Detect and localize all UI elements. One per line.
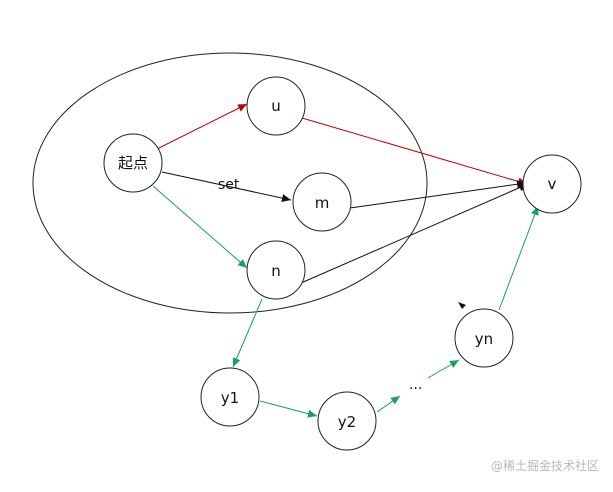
- edge-u-v: [301, 117, 528, 186]
- node-m: m: [292, 172, 352, 232]
- node-start: 起点: [103, 133, 163, 193]
- node-n: n: [246, 240, 306, 300]
- node-v: v: [522, 154, 582, 214]
- edge-yn-v: [498, 205, 539, 311]
- edge-n-v: [300, 183, 529, 284]
- node-yn: yn: [454, 308, 514, 368]
- set-label: set: [218, 177, 240, 193]
- edge-n-y1: [232, 298, 263, 368]
- stray-arrow-icon: [458, 302, 466, 309]
- edge-start-n: [152, 185, 248, 269]
- edge-m-v: [349, 180, 527, 209]
- edge-start-m: [161, 171, 292, 202]
- node-v-label: v: [548, 175, 557, 193]
- node-yn-label: yn: [475, 330, 493, 348]
- watermark: @稀土掘金技术社区: [490, 459, 599, 473]
- node-m-label: m: [315, 194, 330, 212]
- edge-y1-y2: [259, 400, 318, 418]
- node-y2: y2: [317, 391, 377, 451]
- edge-start-u: [156, 103, 248, 150]
- node-y1-label: y1: [221, 389, 239, 407]
- node-y2-label: y2: [338, 413, 356, 431]
- node-start-label: 起点: [118, 154, 148, 172]
- set-ellipse: [32, 52, 428, 314]
- node-y1: y1: [200, 367, 260, 427]
- node-u-label: u: [271, 97, 281, 115]
- node-n-label: n: [271, 262, 281, 280]
- node-u: u: [246, 76, 306, 136]
- ellipsis-label: ...: [409, 377, 422, 393]
- edge-y2-ellipsis: [376, 395, 401, 413]
- edge-ellipsis-yn: [427, 359, 460, 379]
